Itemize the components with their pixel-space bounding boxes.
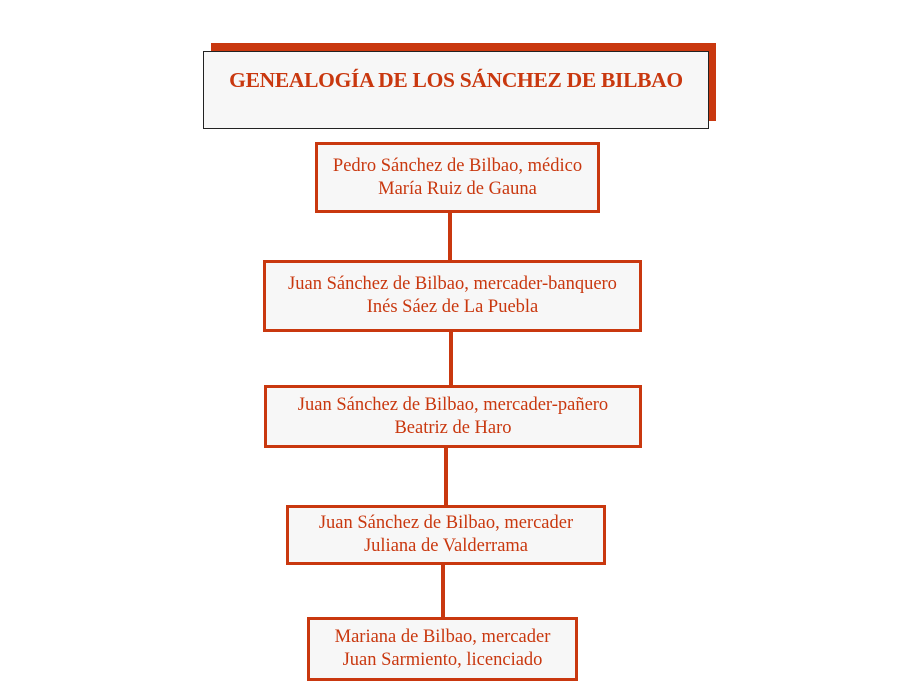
spouse-line: Juan Sarmiento, licenciado — [342, 650, 543, 670]
generation-box-3: Juan Sánchez de Bilbao, mercader-pañero … — [264, 385, 642, 448]
generation-box-2: Juan Sánchez de Bilbao, mercader-banquer… — [263, 260, 642, 332]
person-line: Juan Sánchez de Bilbao, mercader — [318, 513, 574, 533]
generation-box-4: Juan Sánchez de Bilbao, mercader Juliana… — [286, 505, 606, 565]
spouse-line: Juliana de Valderrama — [363, 536, 529, 556]
connector-line — [449, 329, 453, 387]
page-title: GENEALOGÍA DE LOS SÁNCHEZ DE BILBAO — [229, 68, 683, 92]
generation-box-5: Mariana de Bilbao, mercader Juan Sarmien… — [307, 617, 578, 681]
generation-box-1: Pedro Sánchez de Bilbao, médico María Ru… — [315, 142, 600, 213]
person-line: Juan Sánchez de Bilbao, mercader-banquer… — [288, 274, 617, 294]
connector-line — [444, 445, 448, 507]
connector-line — [448, 210, 452, 262]
spouse-line: Beatriz de Haro — [394, 417, 512, 438]
person-line: Mariana de Bilbao, mercader — [334, 627, 551, 647]
person-line: Pedro Sánchez de Bilbao, médico — [332, 155, 583, 176]
connector-line — [441, 562, 445, 619]
person-line: Juan Sánchez de Bilbao, mercader-pañero — [297, 394, 609, 415]
spouse-line: Inés Sáez de La Puebla — [366, 297, 539, 317]
spouse-line: María Ruiz de Gauna — [378, 178, 537, 199]
title-box: GENEALOGÍA DE LOS SÁNCHEZ DE BILBAO — [203, 51, 709, 129]
